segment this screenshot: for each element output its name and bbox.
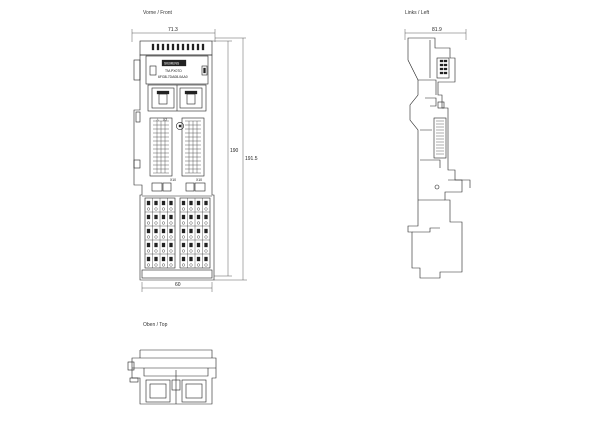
dimension-height-191-5: 191.5 xyxy=(214,37,258,281)
pin-grid-left xyxy=(153,120,169,174)
dimension-left-width: 81.9 xyxy=(404,27,467,40)
status-area: ⚠ X2 xyxy=(156,118,184,130)
side-connector-top xyxy=(436,57,450,79)
connector-right-top xyxy=(179,87,203,109)
dimension-label-height-191-5: 191.5 xyxy=(245,156,258,162)
dimension-label-top-width: 71.3 xyxy=(168,27,178,33)
front-view-title: Vorne / Front xyxy=(143,10,173,16)
right-block-label: X10 xyxy=(196,178,202,182)
top-view xyxy=(127,349,217,405)
dimension-height-190: 190 xyxy=(212,40,239,277)
pin-block-left xyxy=(149,117,173,177)
top-view-slot-left xyxy=(145,379,171,403)
pin-grid-right xyxy=(185,120,201,174)
brand-label: SIEMENS xyxy=(164,62,180,66)
dimension-label-height-190: 190 xyxy=(230,148,239,154)
front-view: 71.3 SIEMENS TM-PX07D 6FI38-7DA08-0AA0 xyxy=(131,27,258,292)
top-view-title: Oben / Top xyxy=(143,322,168,328)
top-connector-teeth xyxy=(151,43,205,51)
left-view-title: Links / Left xyxy=(405,10,430,16)
connector-left-top xyxy=(151,87,175,109)
left-view: 81.9 xyxy=(404,27,471,279)
terminal-block-right xyxy=(179,197,211,269)
left-block-label: X10 xyxy=(170,178,176,182)
dimension-label-bottom-width: 60 xyxy=(175,282,181,288)
module-order-number-label: 6FI38-7DA08-0AA0 xyxy=(158,75,188,79)
module-name-label: TM-PX07D xyxy=(165,69,182,73)
pin-block-right xyxy=(181,117,205,177)
terminal-block-left xyxy=(144,197,176,269)
dimension-label-left-width: 81.9 xyxy=(432,27,442,33)
dimension-top-width: 71.3 xyxy=(131,27,216,42)
brand-plate xyxy=(161,59,187,67)
side-pin-block xyxy=(433,117,447,159)
dimension-bottom-width: 60 xyxy=(141,282,213,292)
mid-label: X2 xyxy=(163,118,167,122)
svg-text:⚠: ⚠ xyxy=(156,118,159,122)
top-view-slot-right xyxy=(181,379,207,403)
